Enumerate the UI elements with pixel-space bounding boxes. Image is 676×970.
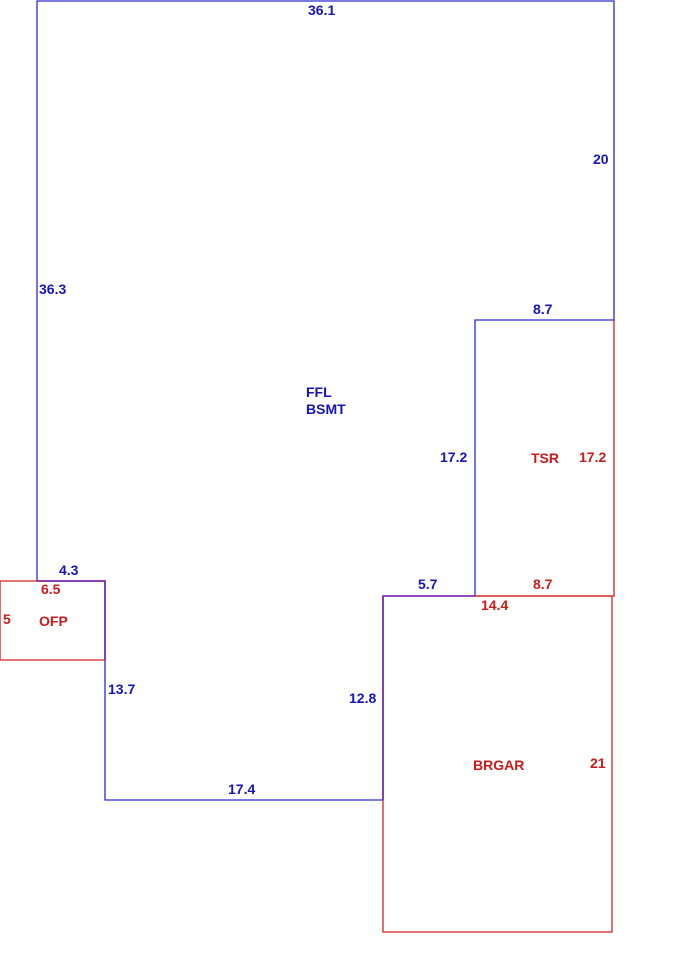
- brgar-outline: [382, 595, 613, 933]
- ofp-label: OFP: [39, 613, 68, 629]
- dim-ofp-top-red: 6.5: [41, 581, 61, 597]
- brgar-label: BRGAR: [473, 757, 524, 773]
- dim-main-top: 36.1: [308, 2, 335, 18]
- dim-step-right: 5.7: [418, 576, 438, 592]
- shared-edge-garage: [382, 595, 475, 800]
- tsr-label: TSR: [531, 450, 559, 466]
- dim-tsr-bottom: 8.7: [533, 576, 553, 592]
- dim-garage-left: 12.8: [349, 690, 376, 706]
- shared-edge-ofp: [37, 580, 106, 660]
- dim-main-right-upper: 20: [593, 151, 609, 167]
- dim-main-left: 36.3: [39, 281, 66, 297]
- dim-brgar-top: 14.4: [481, 597, 508, 613]
- dim-ofp-left: 5: [3, 611, 11, 627]
- main-area-label-bsmt: BSMT: [306, 401, 346, 417]
- main-area-label-ffl: FFL: [306, 384, 332, 400]
- dim-brgar-right: 21: [590, 755, 606, 771]
- dim-lower-left: 13.7: [108, 681, 135, 697]
- dim-tsr-right: 17.2: [579, 449, 606, 465]
- dim-main-bottom: 17.4: [228, 781, 255, 797]
- dim-tsr-left: 17.2: [440, 449, 467, 465]
- dim-ofp-top: 4.3: [59, 562, 79, 578]
- dim-tsr-top: 8.7: [533, 301, 553, 317]
